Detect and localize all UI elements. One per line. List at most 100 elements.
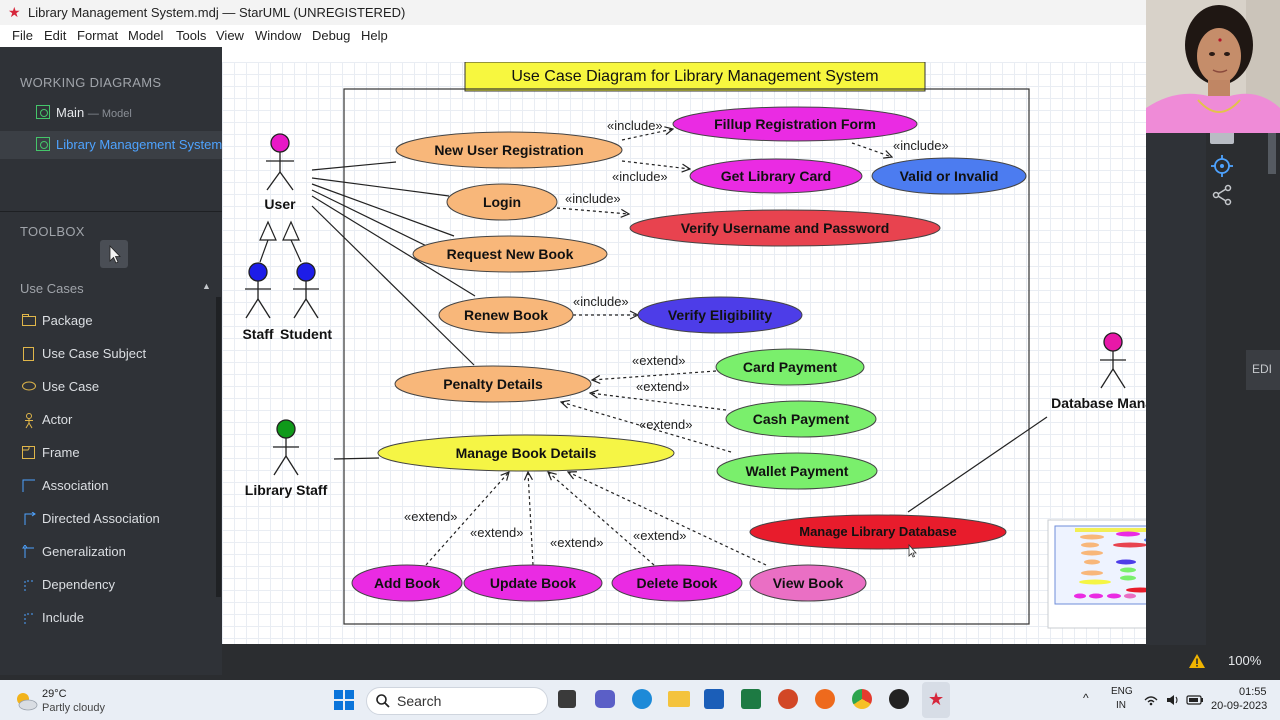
system-tray-icons[interactable] [1143, 692, 1213, 708]
use-case-ellipses[interactable] [351, 106, 1027, 602]
excel-icon[interactable] [741, 689, 761, 709]
include-label: «include» [565, 191, 621, 206]
toolbox-scrollbar[interactable] [216, 297, 221, 597]
actor-library-staff[interactable] [273, 419, 299, 476]
menu-format[interactable]: Format [77, 28, 119, 43]
clock-time[interactable]: 01:55 [1239, 686, 1267, 698]
extend-label: «extend» [404, 509, 458, 524]
search-icon [376, 694, 390, 708]
dependency-lines [425, 129, 892, 566]
menu-help[interactable]: Help [361, 28, 388, 43]
svg-text:Login: Login [483, 194, 521, 210]
menu-file[interactable]: File [12, 28, 33, 43]
menu-debug[interactable]: Debug [312, 28, 351, 43]
menu-tools[interactable]: Tools [176, 28, 207, 43]
tool-association[interactable]: Association [0, 471, 216, 501]
tool-use-case[interactable]: Use Case [0, 372, 216, 402]
tool-dependency[interactable]: Dependency [0, 570, 216, 600]
directed-association-icon [22, 511, 36, 525]
share-icon[interactable] [1212, 184, 1232, 206]
use-case-labels: New User Registration Login Request New … [374, 116, 998, 591]
menu-model[interactable]: Model [128, 28, 164, 43]
tool-label: Association [42, 478, 109, 493]
actor-label: User [264, 196, 296, 212]
use-case-penalty-details [394, 365, 592, 403]
tool-actor[interactable]: Actor [0, 405, 216, 435]
chat-icon[interactable] [595, 690, 615, 708]
select-tool-button[interactable] [100, 240, 128, 268]
use-case-valid-or-invalid [871, 157, 1027, 195]
association-lines [311, 161, 1048, 513]
file-explorer-icon[interactable] [668, 691, 690, 707]
tool-label: Dependency [42, 577, 115, 592]
diagram-canvas[interactable]: Use Case Diagram for Library Management … [222, 61, 1189, 644]
minimap[interactable] [1047, 519, 1189, 629]
tool-directed-association[interactable]: Directed Association [0, 504, 216, 534]
windows-start-icon[interactable] [334, 690, 354, 710]
warning-icon[interactable] [1188, 653, 1206, 669]
cursor-icon [109, 245, 121, 264]
group-label: Use Cases [20, 281, 84, 296]
actor-student[interactable] [293, 262, 319, 319]
window-title: Library Management System.mdj — StarUML … [28, 5, 406, 20]
taskbar-search[interactable]: Search [366, 687, 548, 715]
tool-label: Package [42, 313, 93, 328]
tool-frame[interactable]: Frame [0, 438, 216, 468]
use-case-request-new-book [412, 235, 608, 273]
use-case-add-book [351, 564, 463, 602]
use-case-get-library-card [689, 158, 863, 194]
tool-label: Include [42, 610, 84, 625]
diagram-suffix: — Model [87, 108, 132, 120]
use-case-cash-payment [725, 400, 877, 438]
menu-edit[interactable]: Edit [44, 28, 67, 43]
title-bar: ★ Library Management System.mdj — StarUM… [0, 0, 1146, 25]
chevron-up-icon[interactable]: ^ [1083, 691, 1089, 705]
chrome-icon[interactable] [852, 689, 872, 709]
svg-text:Valid or Invalid: Valid or Invalid [900, 168, 999, 184]
weather-widget[interactable]: 29°C Partly cloudy [14, 688, 144, 716]
use-case-renew-book [438, 296, 574, 334]
staruml-icon: ★ [928, 689, 945, 709]
actor-staff[interactable] [245, 262, 271, 319]
edge-icon[interactable] [632, 689, 652, 709]
tool-generalization[interactable]: Generalization [0, 537, 216, 567]
actor-user[interactable] [266, 133, 294, 191]
menu-window[interactable]: Window [255, 28, 302, 43]
powerpoint-icon[interactable] [778, 689, 798, 709]
toolbox-title: TOOLBOX [20, 224, 85, 239]
firefox-icon[interactable] [815, 689, 835, 709]
language-primary[interactable]: ENG [1111, 686, 1133, 697]
task-view-icon[interactable] [558, 690, 576, 708]
tool-use-case-subject[interactable]: Use Case Subject [0, 339, 216, 369]
actor-label: Database Manager [1051, 395, 1146, 411]
tool-label: Use Case Subject [42, 346, 147, 361]
status-bar: 100% [222, 645, 1280, 675]
staruml-taskbar-button[interactable]: ★ [922, 682, 950, 718]
svg-text:Verify Username and Password: Verify Username and Password [681, 220, 890, 236]
language-secondary[interactable]: IN [1116, 700, 1126, 711]
collapse-icon: ▲ [202, 281, 211, 291]
svg-text:Cash Payment: Cash Payment [753, 411, 850, 427]
include-label: «include» [893, 138, 949, 153]
use-cases-group-header[interactable]: Use Cases ▲ [0, 275, 222, 301]
clock-date[interactable]: 20-09-2023 [1211, 700, 1268, 712]
diagram-item-library[interactable]: Library Management System [0, 131, 222, 159]
extend-label: «extend» [550, 535, 604, 550]
word-icon[interactable] [704, 689, 724, 709]
zoom-level[interactable]: 100% [1228, 653, 1262, 668]
svg-text:Delete Book: Delete Book [637, 575, 718, 591]
diagram-item-main[interactable]: Main — Model [0, 99, 222, 127]
editor-tab-label[interactable]: EDI [1252, 362, 1273, 376]
extend-label: «extend» [632, 353, 686, 368]
diagram-title: Use Case Diagram for Library Management … [511, 68, 878, 85]
tool-include[interactable]: Include [0, 603, 216, 633]
actor-database-manager[interactable] [1100, 332, 1126, 389]
markdown-icon[interactable] [1210, 130, 1234, 144]
recorder-icon[interactable] [889, 689, 909, 709]
tool-package[interactable]: Package [0, 306, 216, 336]
generalization-lines [259, 220, 302, 263]
frame-icon [22, 446, 36, 459]
scrollbar-thumb[interactable] [1268, 128, 1276, 174]
actor-labels: User Staff Student Library Staff Databas… [242, 196, 1175, 498]
menu-view[interactable]: View [216, 28, 244, 43]
